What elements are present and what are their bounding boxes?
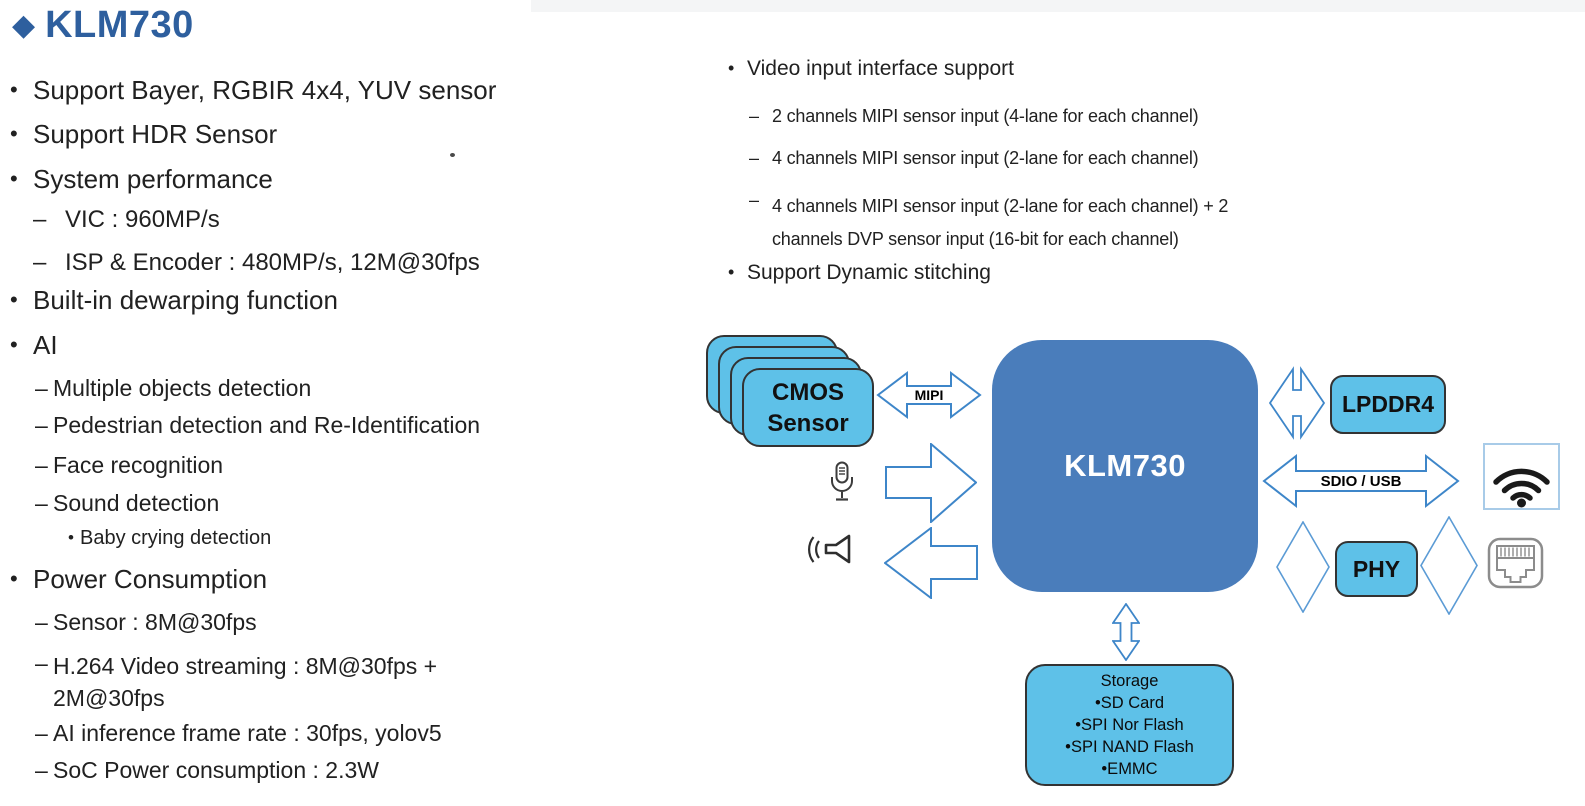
audio-input-arrow [885,443,977,523]
feature-subsubitem: •Baby crying detection [68,527,272,549]
lpddr4-box: LPDDR4 [1330,375,1446,434]
feature-subitem: –VIC : 960MP/s [33,206,220,233]
sdio-usb-arrow-label: SDIO / USB [1320,472,1402,490]
feature-item: •System performance [10,164,273,194]
speaker-icon [808,534,851,564]
feature-item: •Support Dynamic stitching [728,261,991,284]
sdio-usb-arrow [1262,453,1460,509]
wifi-frame [1483,443,1560,510]
storage-title: Storage [1100,672,1159,690]
feature-subitem: –H.264 Video streaming : 8M@30fps + 2M@3… [35,650,438,711]
feature-item: •Support Bayer, RGBIR 4x4, YUV sensor [10,75,497,105]
bullet-marker: • [10,287,18,312]
klm730-soc-box: KLM730 [992,340,1258,592]
feature-subitem: –2 channels MIPI sensor input (4-lane fo… [749,106,1199,126]
bullet-marker: • [10,166,18,191]
mipi-arrow [876,370,982,420]
storage-box: Storage •SD Card •SPI Nor Flash •SPI NAN… [1025,664,1234,786]
feature-item: •Power Consumption [10,564,268,594]
feature-subitem: –4 channels MIPI sensor input (2-lane fo… [749,190,1229,249]
mic-icon [831,461,853,501]
dash-marker: – [35,452,48,478]
dash-marker: – [749,106,759,126]
feature-subitem: –Multiple objects detection [35,375,312,401]
feature-subitem: –AI inference frame rate : 30fps, yolov5 [35,720,442,746]
cmos-sensor-box: CMOS Sensor [742,368,874,447]
storage-item: •EMMC [1101,760,1158,778]
feature-subitem: –Face recognition [35,452,224,478]
feature-subitem: –SoC Power consumption : 2.3W [35,757,379,783]
dash-marker: – [749,148,759,168]
dash-marker: – [35,490,48,516]
phy-label: PHY [1352,555,1401,582]
phy-left-diamond-connector [1276,521,1330,613]
feature-subitem: –Sensor : 8M@30fps [35,609,257,635]
audio-output-arrow [884,527,978,599]
bullet-marker: • [728,58,735,78]
top-gray-band [531,0,1585,12]
bullet-marker: • [10,566,18,591]
phy-box: PHY [1335,541,1418,597]
dash-marker: – [35,609,48,635]
page-title: ◆ KLM730 [12,4,194,47]
cmos-label-line1: CMOS [772,378,844,406]
storage-item: •SPI Nor Flash [1075,716,1184,734]
feature-item: •Built-in dewarping function [10,285,338,315]
dash-marker: – [33,249,47,276]
dash-marker: – [35,650,48,676]
storage-arrow [1112,603,1140,661]
cmos-label-line2: Sensor [767,409,849,437]
wifi-icon [1493,468,1550,508]
stray-dot [450,153,455,157]
feature-subitem: –Pedestrian detection and Re-Identificat… [35,412,481,438]
feature-item: •Video input interface support [728,57,1014,80]
dash-marker: – [749,190,759,210]
dash-marker: – [33,206,47,233]
storage-item: •SD Card [1094,694,1165,712]
page-title-text: KLM730 [45,4,194,46]
phy-right-diamond-connector [1420,516,1478,615]
feature-subitem: –Sound detection [35,490,220,516]
bullet-marker: • [10,332,18,357]
feature-item: •Support HDR Sensor [10,119,278,149]
dash-marker: – [35,375,48,401]
lpddr4-label: LPDDR4 [1341,391,1434,417]
lpddr4-arrow [1268,366,1326,440]
dash-marker: – [35,720,48,746]
ethernet-icon [1487,537,1544,589]
diamond-bullet-icon: ◆ [12,9,36,42]
feature-subitem: –ISP & Encoder : 480MP/s, 12M@30fps [33,249,480,276]
storage-item: •SPI NAND Flash [1065,738,1194,756]
bullet-marker: • [68,528,74,547]
bullet-marker: • [728,262,735,282]
feature-subitem: –4 channels MIPI sensor input (2-lane fo… [749,148,1199,168]
bullet-marker: • [10,77,18,102]
dash-marker: – [35,412,48,438]
soc-label: KLM730 [1064,448,1186,483]
dash-marker: – [35,757,48,783]
feature-item: •AI [10,330,58,360]
mipi-arrow-label: MIPI [914,387,944,403]
bullet-marker: • [10,121,18,146]
